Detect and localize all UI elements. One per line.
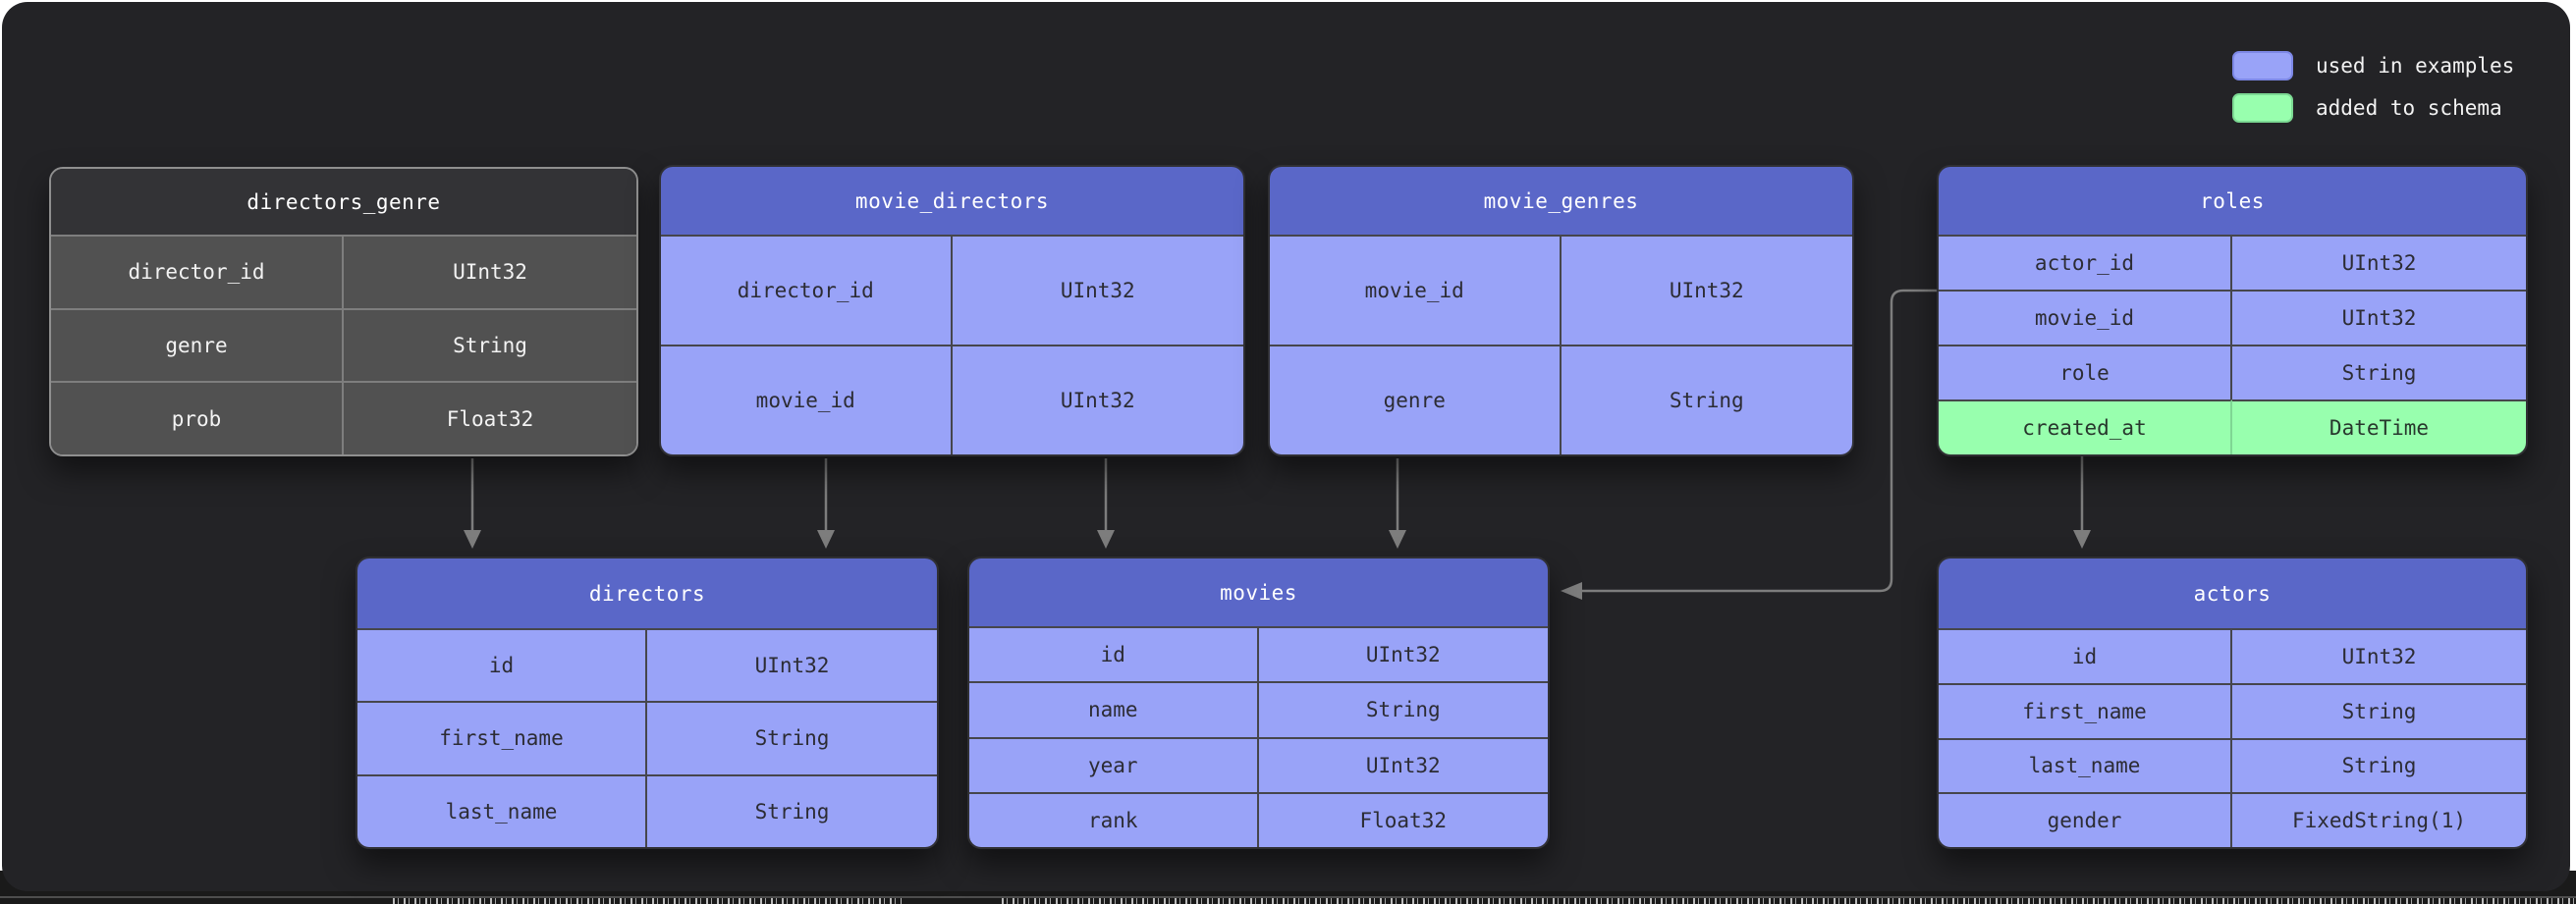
legend-swatch-blue xyxy=(2232,51,2293,80)
field-type: String xyxy=(2232,345,2526,399)
field-name: gender xyxy=(1939,792,2232,847)
table-movies: movies id UInt32 name String year UInt32… xyxy=(967,557,1550,849)
field-type-added: DateTime xyxy=(2232,399,2526,454)
table-directors-genre: directors_genre director_id UInt32 genre… xyxy=(49,167,638,456)
table-title: directors xyxy=(357,558,937,628)
table-directors: directors id UInt32 first_name String la… xyxy=(356,557,939,849)
field-name: actor_id xyxy=(1939,235,2232,290)
field-name: year xyxy=(969,736,1259,792)
legend: used in examples added to schema xyxy=(2232,51,2514,135)
arrowhead-icon xyxy=(464,530,481,549)
field-type: String xyxy=(344,307,636,382)
cutoff-text-sliver xyxy=(393,898,902,904)
field-name-added: created_at xyxy=(1939,399,2232,454)
field-type: String xyxy=(647,701,937,774)
arrowhead-icon xyxy=(1561,582,1582,600)
table-movie-genres: movie_genres movie_id UInt32 genre Strin… xyxy=(1268,165,1854,456)
field-type: UInt32 xyxy=(1561,235,1852,345)
field-type: String xyxy=(2232,682,2526,738)
table-title: directors_genre xyxy=(51,169,636,235)
divider xyxy=(0,896,2576,898)
field-name: id xyxy=(357,628,647,702)
table-title: movie_genres xyxy=(1270,167,1852,235)
legend-item-used-in-examples: used in examples xyxy=(2232,51,2514,80)
legend-item-added-to-schema: added to schema xyxy=(2232,93,2514,123)
table-title: movies xyxy=(969,558,1548,626)
field-name: prob xyxy=(51,381,344,454)
field-name: movie_id xyxy=(1939,290,2232,345)
field-type: Float32 xyxy=(1258,791,1548,847)
field-type: UInt32 xyxy=(1258,736,1548,792)
field-name: movie_id xyxy=(1270,235,1562,345)
field-name: rank xyxy=(969,791,1259,847)
field-type: String xyxy=(2232,737,2526,793)
field-type: UInt32 xyxy=(2232,235,2526,290)
field-type: String xyxy=(647,773,937,847)
field-name: first_name xyxy=(1939,682,2232,738)
arrowhead-icon xyxy=(817,530,835,549)
table-title: movie_directors xyxy=(661,167,1243,235)
table-title: actors xyxy=(1939,558,2526,628)
field-name: id xyxy=(969,626,1259,682)
field-name: last_name xyxy=(1939,737,2232,793)
arrowhead-icon xyxy=(2073,530,2091,549)
legend-swatch-green xyxy=(2232,93,2293,123)
legend-label: used in examples xyxy=(2316,54,2515,78)
field-name: last_name xyxy=(357,773,647,847)
arrowhead-icon xyxy=(1389,530,1406,549)
table-actors: actors id UInt32 first_name String last_… xyxy=(1937,557,2528,849)
field-name: id xyxy=(1939,628,2232,683)
field-type: FixedString(1) xyxy=(2232,792,2526,847)
arrow-roles-to-movies xyxy=(1581,289,1937,593)
legend-label: added to schema xyxy=(2316,96,2502,120)
table-movie-directors: movie_directors director_id UInt32 movie… xyxy=(659,165,1245,456)
field-type: UInt32 xyxy=(952,235,1243,345)
field-type: UInt32 xyxy=(1258,626,1548,682)
field-name: first_name xyxy=(357,701,647,774)
field-name: director_id xyxy=(661,235,953,345)
field-type: UInt32 xyxy=(647,628,937,702)
arrowhead-icon xyxy=(1097,530,1115,549)
cutoff-text-sliver xyxy=(1002,898,2576,904)
field-type: UInt32 xyxy=(2232,628,2526,683)
field-name: role xyxy=(1939,345,2232,399)
field-name: genre xyxy=(51,307,344,382)
table-roles: roles actor_id UInt32 movie_id UInt32 ro… xyxy=(1937,165,2528,456)
field-type: Float32 xyxy=(344,381,636,454)
field-name: name xyxy=(969,681,1259,737)
field-type: String xyxy=(1561,345,1852,454)
field-type: UInt32 xyxy=(344,235,636,308)
field-type: UInt32 xyxy=(2232,290,2526,345)
table-title: roles xyxy=(1939,167,2526,235)
field-type: String xyxy=(1258,681,1548,737)
field-name: director_id xyxy=(51,235,344,308)
field-type: UInt32 xyxy=(952,345,1243,454)
field-name: movie_id xyxy=(661,345,953,454)
field-name: genre xyxy=(1270,345,1562,454)
